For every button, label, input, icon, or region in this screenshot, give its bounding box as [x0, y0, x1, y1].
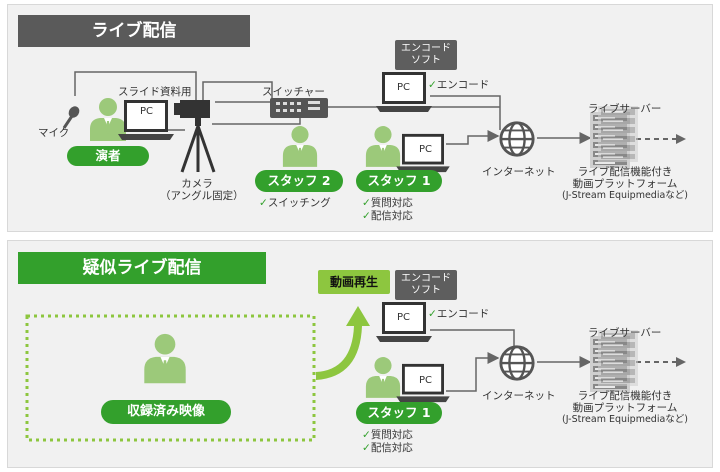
- pseudo-section-title: 疑似ライブ配信: [18, 252, 266, 284]
- playback-label: 動画再生: [318, 270, 390, 294]
- slide-pc-label: スライド資料用: [118, 86, 192, 98]
- pseudo-encode-software-callout: エンコード ソフト: [395, 270, 457, 300]
- pseudo-encode-pc-text: PC: [397, 312, 411, 323]
- slide-pc-text: PC: [140, 106, 154, 117]
- internet-globe-icon: [499, 121, 535, 157]
- switcher-label: スイッチャー: [262, 86, 325, 98]
- mic-label: マイク: [38, 127, 70, 139]
- server-label: ライブサーバー: [588, 103, 662, 115]
- pseudo-staff1-person-icon: [365, 357, 401, 398]
- live-section-title: ライブ配信: [18, 15, 250, 47]
- pseudo-staff1-task-1: ✓質問対応: [362, 429, 413, 441]
- pseudo-platform-label: ライブ配信機能付き 動画プラットフォーム (J-Stream Equipmedi…: [561, 390, 688, 425]
- pseudo-internet-label: インターネット: [482, 390, 556, 402]
- pseudo-staff1-badge: スタッフ 1: [356, 402, 442, 424]
- playback-arrow: [316, 306, 370, 380]
- pseudo-connectors: [430, 329, 592, 392]
- staff2-person-icon: [282, 126, 318, 167]
- platform-label: ライブ配信機能付き 動画プラットフォーム (J-Stream Equipmedi…: [561, 166, 688, 201]
- camera-icon: [174, 100, 216, 173]
- encode-software-callout: エンコード ソフト: [395, 40, 457, 70]
- encode-task: ✓エンコード: [428, 79, 490, 91]
- staff1-task-1: ✓質問対応: [362, 197, 413, 209]
- pseudo-server-icon: [590, 330, 638, 392]
- mic-icon: [62, 106, 80, 129]
- staff2-badge: スタッフ 2: [255, 170, 343, 192]
- live-connectors: [74, 71, 592, 145]
- recorded-person-icon: [144, 333, 186, 384]
- internet-label: インターネット: [482, 166, 556, 178]
- live-server-icon: [590, 106, 638, 168]
- camera-label: カメラ （アングル固定）: [160, 178, 244, 202]
- pseudo-server-label: ライブサーバー: [588, 327, 662, 339]
- pseudo-encode-task: ✓エンコード: [428, 308, 490, 320]
- staff1-pc-text: PC: [419, 144, 433, 155]
- staff2-task: ✓スイッチング: [259, 197, 331, 209]
- recorded-video-frame: [25, 314, 316, 442]
- pseudo-staff1-pc-text: PC: [419, 375, 433, 386]
- staff1-person-icon: [365, 126, 401, 167]
- staff1-badge: スタッフ 1: [356, 170, 442, 192]
- performer-badge: 演者: [67, 146, 149, 166]
- staff1-task-2: ✓配信対応: [362, 210, 413, 222]
- switcher-icon: [270, 98, 328, 118]
- encode-pc-text: PC: [397, 82, 411, 93]
- pseudo-staff1-task-2: ✓配信対応: [362, 442, 413, 454]
- recorded-video-badge: 収録済み映像: [101, 400, 231, 424]
- pseudo-internet-globe-icon: [499, 345, 535, 381]
